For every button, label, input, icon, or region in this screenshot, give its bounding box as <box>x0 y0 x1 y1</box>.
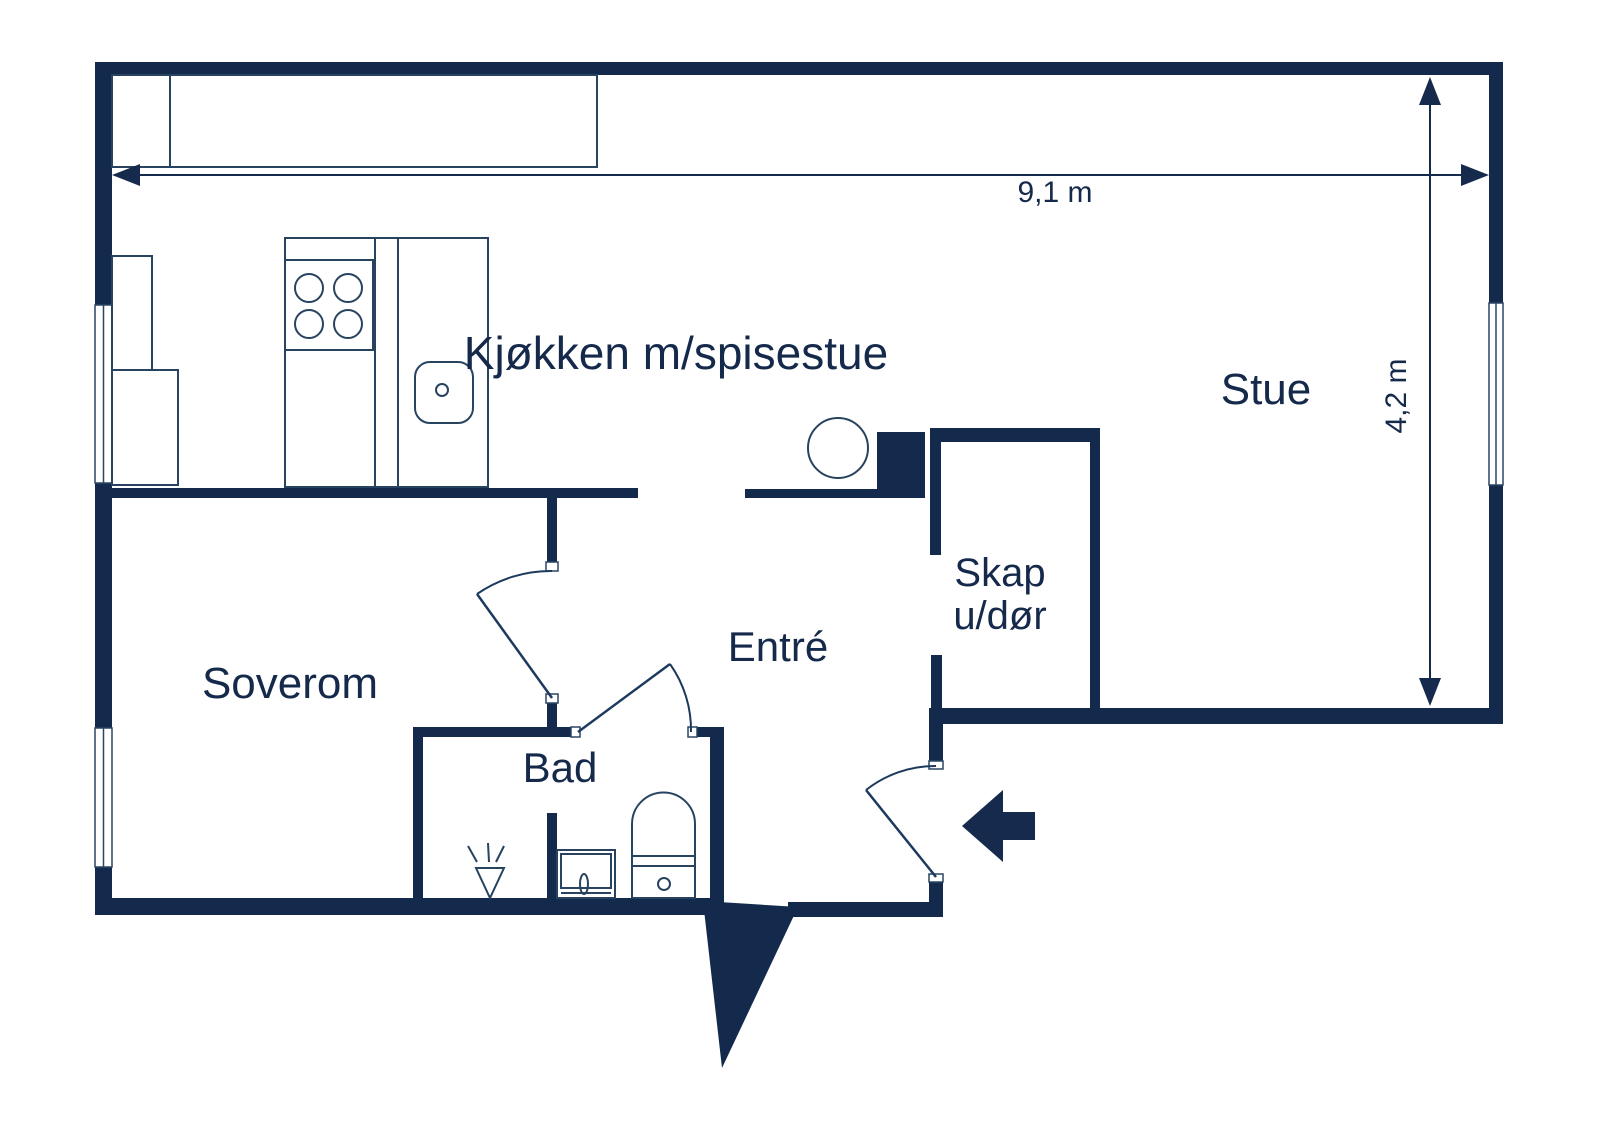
wall-bath-left <box>413 737 423 898</box>
wall-closet-top <box>930 428 1098 442</box>
kitchen-divider-column <box>374 237 399 488</box>
washbasin-icon <box>556 849 616 899</box>
shower-icon <box>467 842 506 901</box>
entrance-arrow-icon <box>962 790 1035 862</box>
wall-kitchen-bedroom <box>112 488 638 498</box>
wall-entrance-below-door <box>929 880 943 917</box>
wall-left <box>95 62 112 913</box>
kitchen-sink-icon <box>397 237 489 488</box>
room-label-closet-line2: u/dør <box>953 594 1046 638</box>
wall-bedroom-door-stub-bottom <box>547 703 557 737</box>
wall-closet-right <box>1090 428 1100 724</box>
wall-entrance-above-door <box>929 708 943 768</box>
wall-bath-right <box>710 727 724 915</box>
kitchen-cabinet-1 <box>111 255 153 371</box>
wall-stue-bottom <box>929 708 1503 724</box>
wall-closet-left-upper <box>930 442 941 555</box>
bathroom-door <box>570 662 698 738</box>
stove-icon <box>284 237 376 488</box>
wall-bath-stub <box>547 813 557 898</box>
window-bedroom-left <box>94 727 113 868</box>
wall-kitchen-entry <box>745 489 877 498</box>
kitchen-cabinet-2 <box>111 369 179 486</box>
room-label-living: Stue <box>1221 365 1312 414</box>
window-kitchen-left <box>94 304 113 484</box>
dimension-height-label: 4,2 m <box>1380 358 1413 433</box>
dimension-height: 4,2 m <box>1380 77 1441 706</box>
entrance-door <box>865 760 944 883</box>
room-label-kitchen: Kjøkken m/spisestue <box>464 327 888 379</box>
bedroom-door <box>475 561 559 704</box>
wall-bottom-entry <box>788 902 943 917</box>
wall-bedroom-door-stub-top <box>547 498 557 562</box>
room-label-bedroom: Soverom <box>202 659 378 708</box>
wall-bottom-left <box>95 898 724 915</box>
window-living-right <box>1488 302 1504 486</box>
room-label-bathroom: Bad <box>523 744 598 791</box>
toilet-icon <box>631 791 696 899</box>
wall-shaft-block <box>877 432 925 498</box>
room-label-closet-line1: Skap <box>954 551 1045 595</box>
dimension-width-label: 9,1 m <box>1017 176 1092 209</box>
kitchen-counter-top <box>111 74 598 168</box>
wall-top <box>95 62 1503 75</box>
dimension-width: 9,1 m <box>112 164 1489 209</box>
wall-bath-top-left <box>413 727 572 737</box>
wall-spike <box>703 901 798 1068</box>
water-heater-icon <box>807 417 869 479</box>
wall-closet-left-lower <box>931 655 942 710</box>
room-label-entry: Entré <box>728 623 828 670</box>
